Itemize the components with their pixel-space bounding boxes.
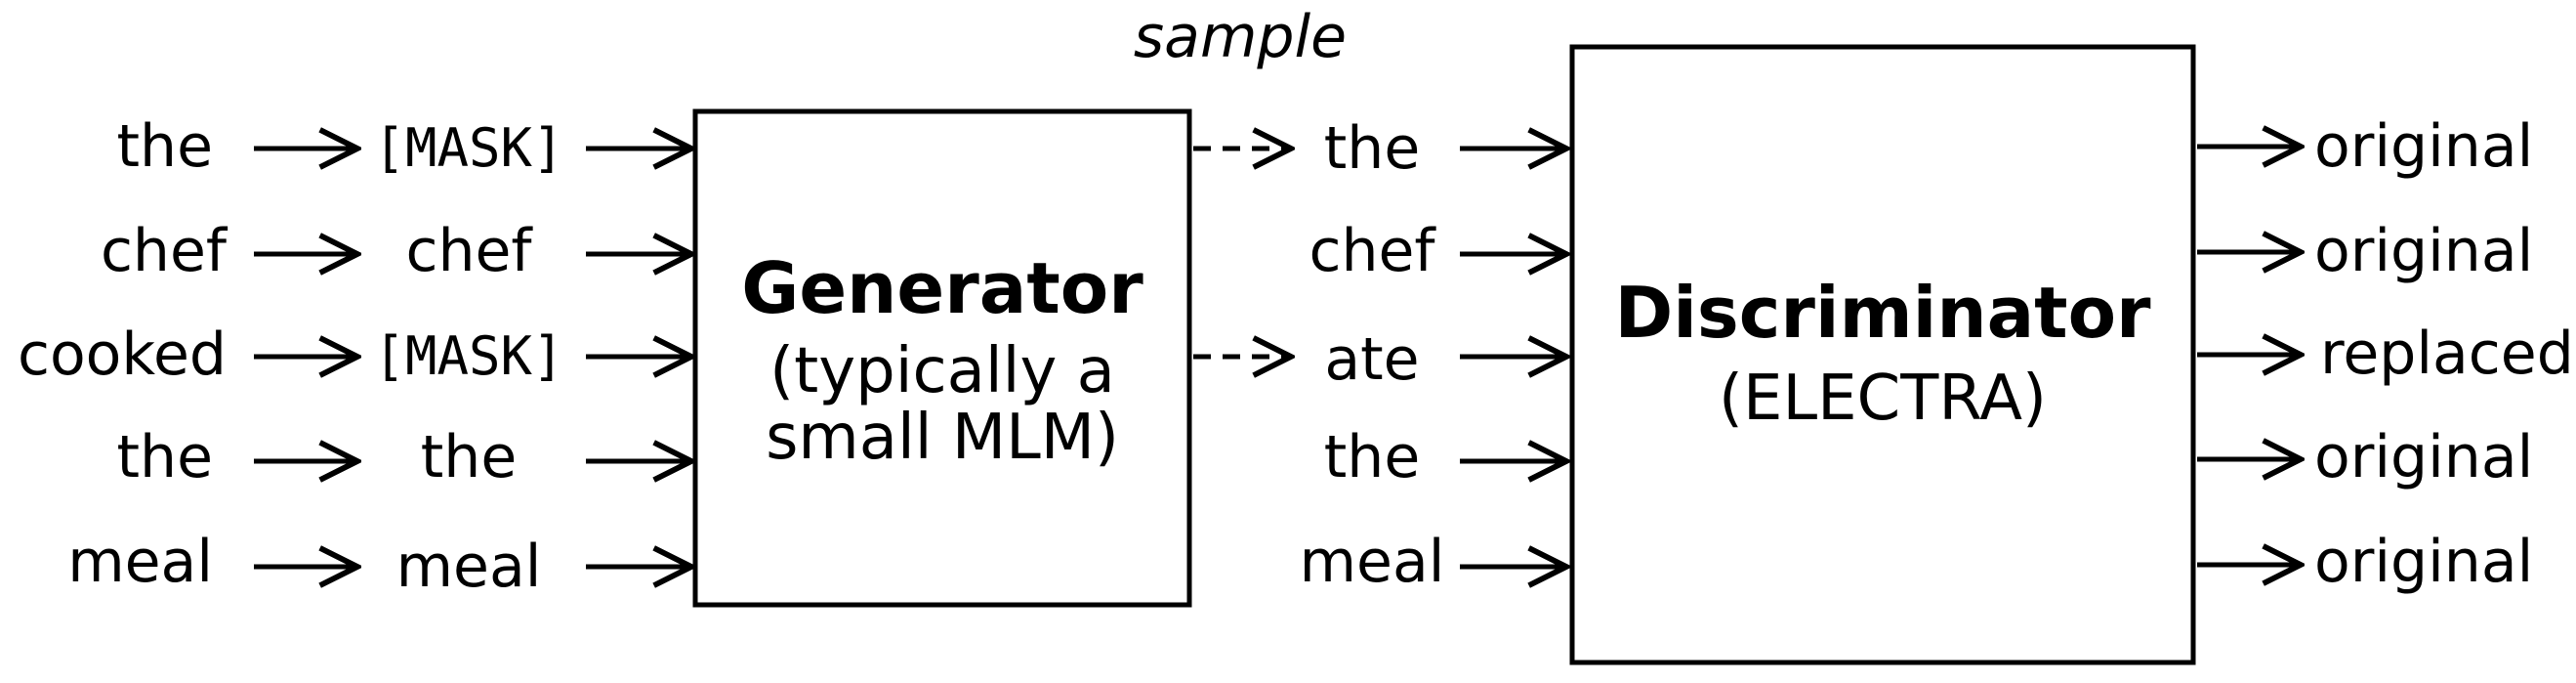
generator-subtitle-2: small MLM) [766, 402, 1119, 474]
masked-token: chef [405, 217, 532, 285]
sampled-token: meal [1299, 528, 1445, 596]
output-label: original [2314, 112, 2534, 181]
input-token: meal [67, 528, 213, 596]
sample-label: sample [1133, 3, 1348, 71]
output-label: original [2314, 528, 2534, 596]
masked-token: meal [395, 533, 542, 601]
input-token: cooked [17, 320, 227, 389]
discriminator-box [1569, 44, 2196, 665]
input-token: the [116, 112, 213, 181]
input-token: chef [100, 217, 227, 285]
sampled-token: the [1323, 114, 1421, 183]
masked-token: [MASK] [373, 117, 564, 179]
input-token: the [116, 423, 213, 491]
masked-token: [MASK] [373, 325, 564, 387]
masked-token: the [420, 423, 518, 491]
discriminator-title: Discriminator [1614, 272, 2151, 354]
output-label: replaced [2320, 320, 2574, 388]
sampled-token: the [1323, 423, 1421, 491]
output-label: original [2314, 423, 2534, 491]
output-label: original [2314, 217, 2534, 285]
generator-title: Generator [741, 247, 1143, 329]
arrows-layer [254, 147, 2301, 567]
sampled-token: chef [1309, 217, 1435, 285]
generator-subtitle-1: (typically a [769, 335, 1115, 407]
sampled-token: ate [1324, 325, 1420, 394]
discriminator-subtitle: (ELECTRA) [1719, 363, 2047, 435]
generator-box [692, 108, 1192, 608]
